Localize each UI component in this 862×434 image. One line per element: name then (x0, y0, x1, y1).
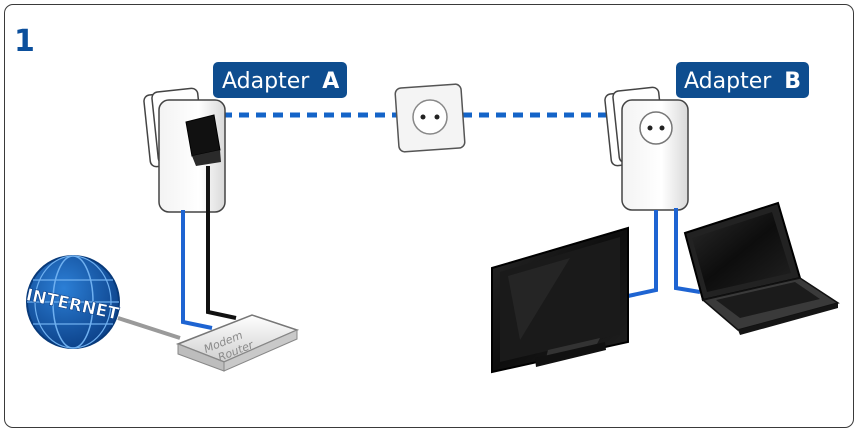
step-number: 1 (14, 24, 35, 59)
adapter-b-tag: Adapter B (676, 62, 809, 98)
lan-cable-a-blue (181, 210, 213, 330)
internet-cable (117, 316, 181, 340)
svg-text:Adapter B: Adapter B (684, 69, 801, 94)
lan-cable-b-laptop (674, 208, 701, 294)
internet-globe-icon: INTERNET (24, 255, 121, 349)
adapter-b-name: Adapter (684, 69, 772, 94)
adapter-a-tag: Adapter A (213, 62, 347, 98)
adapter-a (143, 87, 226, 213)
laptop-icon (683, 201, 840, 335)
wall-socket (394, 83, 466, 153)
power-cable-a-black (206, 166, 237, 320)
adapter-a-letter: A (322, 69, 339, 94)
modem-router: Modem Router (175, 314, 300, 372)
tv-icon (491, 226, 629, 374)
adapter-a-name: Adapter (222, 69, 310, 94)
adapter-b (604, 86, 689, 211)
adapter-b-letter: B (784, 69, 801, 94)
lan-cable-b-tv (627, 210, 658, 298)
svg-text:Adapter A: Adapter A (222, 69, 339, 94)
